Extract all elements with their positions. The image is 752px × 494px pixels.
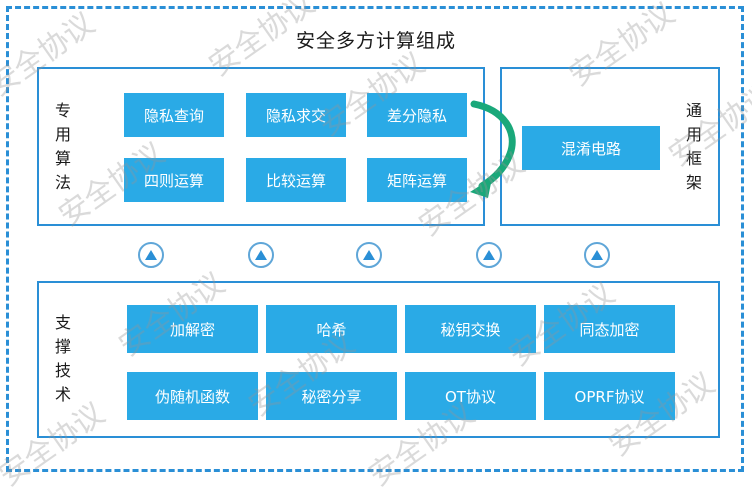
algo-box-differential-privacy: 差分隐私 [367, 93, 467, 137]
algo-box-psi: 隐私求交 [246, 93, 346, 137]
outer-dashed-frame [6, 6, 744, 472]
label-char: 法 [54, 173, 71, 192]
general-framework-label: 通 用 框 架 [684, 99, 704, 195]
support-tech-label: 支 撑 技 术 [53, 311, 73, 407]
label-char: 用 [54, 125, 71, 144]
connector-up-icon [356, 242, 382, 268]
special-algorithms-panel: 专 用 算 法 隐私查询 隐私求交 差分隐私 四则运算 比较运算 矩阵运算 [37, 67, 485, 226]
label-char: 架 [685, 173, 702, 192]
label-char: 框 [685, 149, 702, 168]
label-char: 通 [685, 101, 702, 120]
tech-box-homomorphic: 同态加密 [544, 305, 675, 353]
tech-box-secret-sharing: 秘密分享 [266, 372, 397, 420]
general-framework-panel: 混淆电路 通 用 框 架 [500, 67, 720, 226]
tech-box-key-exchange: 秘钥交换 [405, 305, 536, 353]
algo-box-arithmetic: 四则运算 [124, 158, 224, 202]
label-char: 技 [54, 361, 71, 380]
label-char: 撑 [54, 337, 71, 356]
tech-box-hash: 哈希 [266, 305, 397, 353]
tech-box-ot: OT协议 [405, 372, 536, 420]
label-char: 支 [54, 313, 71, 332]
curved-arrow-icon [470, 100, 516, 198]
diagram-title: 安全多方计算组成 [295, 30, 456, 52]
special-algorithms-label: 专 用 算 法 [53, 99, 73, 195]
algo-box-private-query: 隐私查询 [124, 93, 224, 137]
algo-box-matrix: 矩阵运算 [367, 158, 467, 202]
tech-box-oprf: OPRF协议 [544, 372, 675, 420]
support-tech-panel: 支 撑 技 术 加解密 哈希 秘钥交换 同态加密 伪随机函数 秘密分享 OT协议… [37, 281, 720, 438]
label-char: 算 [54, 149, 71, 168]
tech-box-prf: 伪随机函数 [127, 372, 258, 420]
label-char: 用 [685, 125, 702, 144]
connector-up-icon [476, 242, 502, 268]
tech-box-encryption: 加解密 [127, 305, 258, 353]
garbled-circuit-box: 混淆电路 [522, 126, 660, 170]
algo-box-comparison: 比较运算 [246, 158, 346, 202]
label-char: 专 [54, 101, 71, 120]
connector-up-icon [138, 242, 164, 268]
connector-up-icon [248, 242, 274, 268]
connector-up-icon [584, 242, 610, 268]
label-char: 术 [54, 385, 71, 404]
